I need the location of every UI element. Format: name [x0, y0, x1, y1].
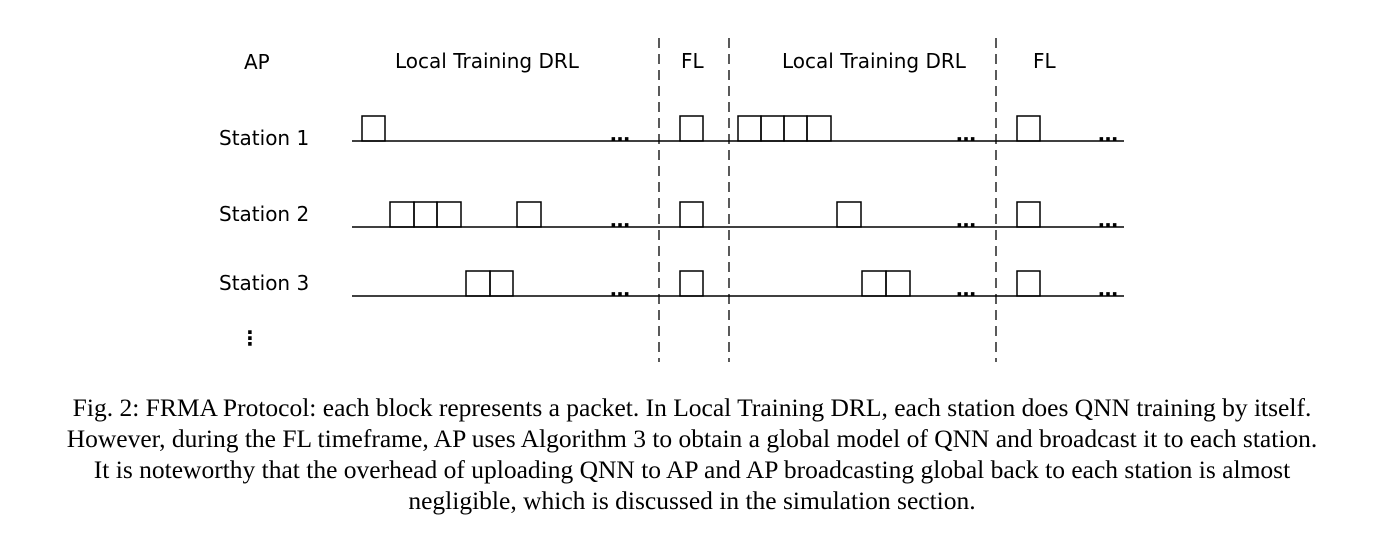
ellipsis: … [1098, 122, 1118, 146]
packet [489, 270, 514, 297]
caption-line-3: It is noteworthy that the overhead of up… [93, 455, 1291, 484]
packet [783, 115, 808, 142]
frma-protocol-diagram: AP Local Training DRL FL Local Training … [219, 38, 1124, 362]
packet [679, 115, 704, 142]
ellipsis: … [1098, 208, 1118, 232]
packet [806, 115, 832, 142]
station-2-label: Station 2 [219, 202, 309, 226]
phase-local-training-label-2: Local Training DRL [782, 49, 967, 73]
station-3-packets [465, 270, 1041, 297]
packet [679, 201, 704, 228]
packet [836, 201, 862, 228]
packet [885, 270, 911, 297]
packet [760, 115, 785, 142]
caption-line-1: Fig. 2: FRMA Protocol: each block repres… [72, 393, 1312, 422]
packet [389, 201, 415, 228]
ellipsis: … [1098, 277, 1118, 301]
packet [861, 270, 887, 297]
station-1-packets [361, 115, 1041, 142]
phase-fl-label-1: FL [681, 49, 705, 73]
packet [737, 115, 762, 142]
phase-local-training-label-1: Local Training DRL [395, 49, 580, 73]
ap-label: AP [244, 50, 270, 74]
ellipsis: … [956, 122, 976, 146]
station-1-label: Station 1 [219, 126, 309, 150]
packet [516, 201, 542, 228]
packet [1016, 201, 1041, 228]
packet [1016, 115, 1041, 142]
ellipsis: … [610, 208, 630, 232]
packet [1016, 270, 1041, 297]
phase-fl-label-2: FL [1033, 49, 1057, 73]
packet [413, 201, 438, 228]
ellipsis: … [610, 277, 630, 301]
packet [436, 201, 462, 228]
ellipsis: … [956, 277, 976, 301]
caption-line-4: negligible, which is discussed in the si… [408, 486, 976, 515]
more-stations-ellipsis: ⋮ [240, 326, 260, 350]
packet [465, 270, 491, 297]
packet [679, 270, 704, 297]
figure-caption: Fig. 2: FRMA Protocol: each block repres… [0, 392, 1384, 516]
packet [361, 115, 386, 142]
caption-line-2: However, during the FL timeframe, AP use… [66, 424, 1318, 453]
station-2-packets [389, 201, 1041, 228]
ellipsis: … [610, 122, 630, 146]
ellipsis: … [956, 208, 976, 232]
station-3-label: Station 3 [219, 271, 309, 295]
